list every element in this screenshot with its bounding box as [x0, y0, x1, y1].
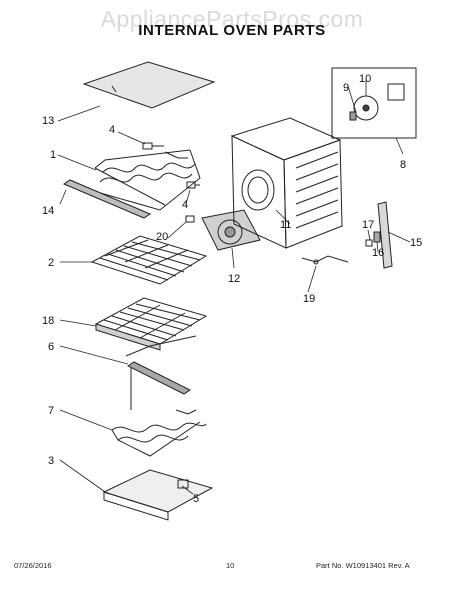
part-4-screw-top: [142, 142, 164, 150]
part-16-clip: [373, 231, 381, 243]
callout-12: 12: [228, 273, 240, 285]
part-13-sheet: [82, 61, 216, 109]
callout-4-top: 4: [109, 124, 115, 136]
callout-9: 9: [343, 82, 349, 94]
callout-2: 2: [48, 257, 54, 269]
callout-10: 10: [359, 73, 371, 85]
part-11-oven-cavity: [230, 117, 343, 249]
callout-17: 17: [362, 219, 374, 231]
part-14-shield: [62, 179, 152, 219]
callout-18: 18: [42, 315, 54, 327]
part-18-roller-rack: [94, 297, 208, 357]
page-title: INTERNAL OVEN PARTS: [138, 22, 326, 39]
footer-date: 07/26/2016: [14, 561, 52, 570]
part-12-fan-shroud: [201, 209, 261, 251]
callout-15: 15: [410, 237, 422, 249]
callout-6: 6: [48, 341, 54, 353]
part-15-hinge: [377, 201, 393, 269]
part-20-screw: [185, 215, 195, 223]
callout-7: 7: [48, 405, 54, 417]
callout-19: 19: [303, 293, 315, 305]
leader-lines: [57, 80, 411, 495]
callout-4-lower: 4: [182, 199, 188, 211]
part-17-screw: [365, 239, 373, 247]
part-2-oven-rack: [90, 235, 208, 285]
callout-20: 20: [156, 231, 168, 243]
part-4-screw-lower: [186, 181, 200, 189]
part-1-heating-element: [94, 149, 201, 211]
part-7-bake-element: [111, 409, 207, 457]
part-3-cover-panel: [102, 469, 214, 521]
footer-page: 10: [226, 561, 235, 570]
watermark: AppliancePartsPros.com: [100, 6, 364, 32]
callout-8: 8: [400, 159, 406, 171]
part-8-fan-motor-box: [331, 67, 417, 139]
callout-16: 16: [372, 247, 384, 259]
callout-14: 14: [42, 205, 54, 217]
callout-1: 1: [50, 149, 56, 161]
footer-part-no: Part No. W10913401 Rev. A: [316, 561, 410, 570]
callout-11: 11: [280, 219, 291, 231]
part-19-sensor: [301, 255, 349, 265]
callout-3: 3: [48, 455, 54, 467]
part-6-bracket: [127, 361, 191, 410]
callout-5: 5: [193, 493, 199, 505]
callout-13: 13: [42, 115, 54, 127]
